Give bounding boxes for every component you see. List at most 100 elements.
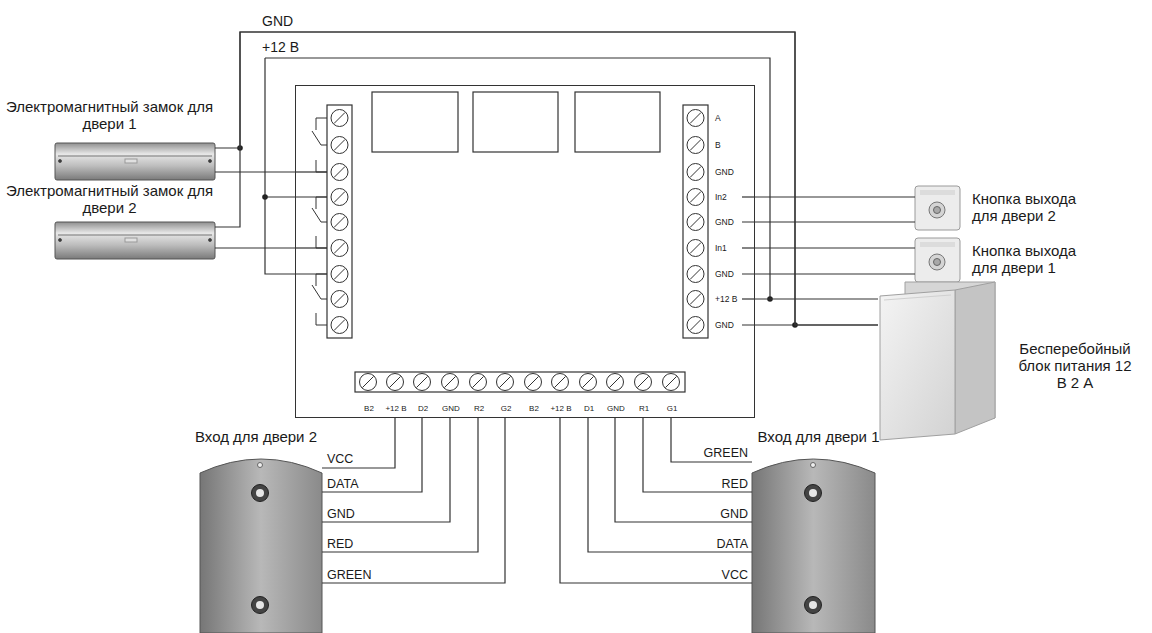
terminal-label: +12 В: [546, 404, 576, 414]
screw-terminal: [331, 240, 348, 257]
wire: [265, 58, 770, 299]
screw-terminal: [690, 140, 701, 151]
screw-terminal: [331, 164, 348, 181]
screw-terminal: [331, 189, 348, 206]
screw-terminal: [331, 189, 348, 206]
screw-terminal: [442, 374, 459, 391]
screw-terminal: [334, 269, 345, 280]
screw-terminal: [331, 291, 348, 308]
screw-terminal: [552, 374, 569, 391]
exit-button: [934, 259, 941, 266]
screw-terminal: [687, 291, 704, 308]
node-label: Вход для двери 2: [190, 428, 322, 445]
screw-terminal: [497, 374, 514, 391]
wire: [615, 418, 752, 522]
card-reader: [200, 459, 322, 633]
screw-terminal: [607, 374, 624, 391]
lock-magnet: [125, 159, 137, 163]
ups-box: [955, 282, 995, 434]
node-label: Кнопка выхода для двери 1: [972, 242, 1100, 276]
screw-terminal: [387, 374, 404, 391]
wire: [322, 418, 478, 552]
terminal-block: [327, 105, 352, 338]
screw-terminal: [690, 243, 701, 254]
screw-terminal: [470, 374, 487, 391]
card-reader: [805, 597, 822, 614]
screw-terminal: [552, 374, 569, 391]
terminal-label: In1: [715, 243, 727, 254]
terminal-block: [327, 105, 708, 392]
screw-terminal: [334, 140, 345, 151]
relay: [575, 92, 660, 152]
wire-connector: [322, 418, 395, 468]
screw-terminal: [687, 291, 704, 308]
wire-label: GND: [327, 507, 355, 521]
reader-node: Вход для двери 2: [190, 428, 322, 633]
card-reader: [256, 601, 264, 609]
screw-terminal: [687, 110, 704, 127]
screw-terminal: [500, 377, 511, 388]
junction-dot: [237, 145, 798, 328]
wire-label: GND: [262, 14, 293, 30]
wire-connector: [215, 32, 878, 325]
exit-button-node: Кнопка выхода для двери 2: [915, 184, 1105, 232]
screw-terminal: [528, 377, 539, 388]
wire: [742, 273, 915, 274]
screw-terminal: [690, 320, 701, 331]
exit-button: [929, 254, 945, 270]
terminal-label: GND: [715, 320, 734, 331]
screw-terminal: [690, 192, 701, 203]
screw-terminal: [580, 374, 597, 391]
node-label: Электромагнитный замок для двери 1: [4, 98, 215, 132]
wire-label: RED: [327, 537, 353, 551]
lock-node: Электромагнитный замок для двери 2: [4, 182, 215, 264]
ups-node: Бесперебойный блок питания 12 В 2 А: [878, 285, 1150, 440]
terminal-label: GND: [715, 217, 734, 228]
wire: [265, 58, 327, 274]
card-reader: [752, 459, 875, 633]
terminal-label: D1: [574, 404, 604, 414]
screw-terminal: [331, 214, 348, 231]
wire: [295, 171, 327, 172]
reader-node: Вход для двери 1: [752, 428, 885, 633]
terminal-block: [355, 372, 685, 392]
relay: [473, 92, 558, 152]
screw-terminal: [690, 294, 701, 305]
lock-magnet: [58, 235, 212, 236]
wire: [322, 418, 505, 583]
screw-terminal: [638, 377, 649, 388]
wire-label: GND: [720, 507, 748, 521]
wire: [322, 418, 422, 492]
screw-terminal: [687, 110, 704, 127]
screw-terminal: [687, 164, 704, 181]
screw-terminal: [580, 374, 597, 391]
screw-terminal: [687, 317, 704, 334]
screw-terminal: [414, 374, 431, 391]
screw-terminal: [687, 189, 704, 206]
exit-button: [915, 186, 960, 230]
wire-connector: [215, 171, 295, 172]
wire-label: DATA: [717, 537, 748, 551]
wire-label: VCC: [722, 568, 748, 582]
screw-terminal: [334, 243, 345, 254]
terminal-label: +12 В: [381, 404, 411, 414]
node-label: Электромагнитный замок для двери 2: [4, 182, 215, 216]
lock-magnet: [55, 222, 215, 259]
screw-terminal: [473, 377, 484, 388]
screw-terminal: [690, 217, 701, 228]
screw-terminal: [687, 164, 704, 181]
terminal-label: R2: [464, 404, 494, 414]
lock-magnet: [59, 239, 62, 242]
screw-terminal: [331, 291, 348, 308]
screw-terminal: [635, 374, 652, 391]
screw-terminal: [445, 377, 456, 388]
card-reader: [809, 489, 817, 497]
screw-terminal: [583, 377, 594, 388]
screw-terminal: [331, 110, 348, 127]
wire: [742, 221, 915, 222]
card-reader: [258, 463, 263, 468]
exit-button: [915, 238, 960, 282]
screw-terminal: [331, 317, 348, 334]
